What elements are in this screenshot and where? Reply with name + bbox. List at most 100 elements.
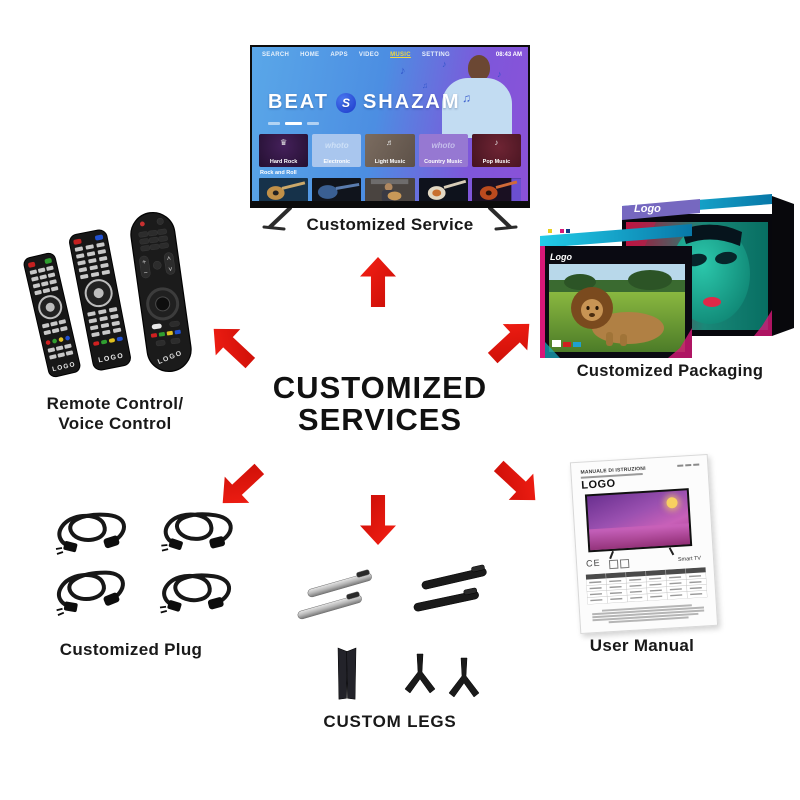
ir-remote-large: LOGO	[69, 229, 131, 371]
label-customized-plug: Customized Plug	[59, 640, 203, 659]
tv-screen: SEARCH HOME APPS VIDEO MUSIC SETTING 08:…	[250, 45, 530, 203]
tv-clock: 08:43 AM	[495, 52, 522, 58]
tile-watermark: whoto	[325, 141, 349, 150]
tv-menu-video: VIDEO	[358, 52, 380, 58]
legs-angled-pair	[323, 647, 371, 702]
power-cable	[54, 512, 126, 556]
cert-icon	[608, 559, 619, 570]
ir-remote-small: LOGO	[23, 252, 81, 378]
label-remote-control: Remote Control/ Voice Control	[10, 394, 220, 433]
guitar-thumbnails	[259, 178, 522, 201]
manual-logo: LOGO	[580, 477, 617, 492]
show-title: BEAT S SHAZAM	[268, 91, 461, 114]
guitar-thumb	[259, 178, 309, 201]
tile-electronic: whoto Electronic	[312, 134, 362, 167]
tile-pop-music: ♪ Pop Music	[471, 134, 522, 167]
label-custom-legs: CUSTOM LEGS	[323, 712, 457, 731]
music-note-icon: ♫	[422, 81, 428, 90]
label-customized-service: Customized Service	[306, 215, 474, 234]
tile-country-music: whoto Country Music	[418, 134, 468, 167]
pagination-dash	[268, 122, 280, 125]
cert-icon	[619, 558, 630, 569]
legs-silver-pair	[295, 568, 374, 621]
arrow-lower-right-icon	[483, 449, 551, 516]
pagination-dash	[307, 122, 319, 125]
tile-label: Light Music	[374, 159, 406, 165]
host-head	[468, 55, 490, 81]
crown-icon: ♛	[280, 138, 288, 147]
tv-menu-search: SEARCH	[262, 52, 290, 58]
tile-label: Electronic	[323, 159, 351, 165]
tv-leg-sets-photo	[292, 556, 504, 708]
tv-menu-setting: SETTING	[421, 52, 451, 58]
note-icon: ♪	[494, 138, 499, 147]
label-remote-line2: Voice Control	[58, 413, 172, 433]
tile-light-music: ♬ Light Music	[365, 134, 415, 167]
remote-logo: LOGO	[98, 352, 125, 364]
music-note-icon: ♪	[400, 65, 406, 77]
label-remote-line1: Remote Control/	[46, 394, 184, 413]
manual-spec-table	[585, 566, 708, 609]
tile-hard-rock: ♛ Hard Rock	[259, 134, 309, 167]
packaging-boxes-photo: Logo Logo	[540, 188, 795, 363]
row-title: Rock and Roll	[260, 170, 297, 176]
tv-host-photo	[440, 55, 514, 138]
label-customized-packaging: Customized Packaging	[576, 362, 764, 380]
pagination-dash-active	[285, 122, 302, 125]
page-title-line1: CUSTOMIZED	[272, 370, 488, 405]
tv-menu-home: HOME	[300, 52, 320, 58]
guitar-thumb	[312, 178, 362, 201]
lion-artwork	[549, 264, 685, 352]
remote-controls-photo: LOGO	[8, 203, 218, 395]
tv-menu-music: MUSIC	[390, 52, 411, 58]
power-cable	[160, 573, 230, 616]
legs-black-blade-pair	[412, 563, 488, 613]
host-shirt	[442, 78, 512, 138]
svg-text:˅: ˅	[168, 266, 173, 274]
guitar-thumb	[471, 178, 522, 201]
legs-y-shape-pair	[404, 653, 480, 698]
music-note-icon: ♫	[462, 91, 471, 105]
ce-mark: CE	[585, 557, 601, 569]
guitar-thumb	[365, 178, 415, 201]
page-title-line2: SERVICES	[297, 402, 463, 438]
category-tiles: ♛ Hard Rock whoto Electronic ♬ Light Mus…	[259, 134, 522, 167]
svg-text:+: +	[142, 259, 147, 267]
power-cable	[158, 509, 234, 558]
tv-menu-bar: SEARCH HOME APPS VIDEO MUSIC SETTING	[262, 52, 450, 58]
power-cables-photo	[42, 505, 252, 635]
shazam-logo-icon: S	[335, 92, 356, 113]
label-user-manual: User Manual	[589, 636, 695, 655]
tv-illustration: SEARCH HOME APPS VIDEO MUSIC SETTING 08:…	[250, 45, 530, 232]
magic-voice-remote: + ˄ − ˅ LOGO	[130, 211, 192, 373]
manual-corner-icons	[677, 463, 700, 467]
box-front: Logo	[540, 224, 692, 358]
arrow-up-icon	[360, 252, 396, 312]
box-logo: Logo	[550, 252, 572, 262]
manual-tv-leg	[609, 550, 615, 560]
svg-text:˄: ˄	[166, 255, 171, 263]
show-title-shazam: SHAZAM	[362, 91, 461, 113]
show-title-beat: BEAT	[268, 91, 329, 113]
tile-label: Country Music	[424, 159, 463, 165]
tv-stand-legs	[250, 206, 530, 232]
arrow-down-icon	[360, 490, 396, 550]
music-note-icon: ♪	[410, 101, 414, 110]
svg-text:−: −	[143, 270, 148, 278]
tv-bezel	[250, 203, 530, 208]
arrow-upper-right-icon	[477, 307, 545, 374]
tile-label: Pop Music	[482, 159, 511, 165]
user-manual-photo: MANUALE DI ISTRUZIONI LOGO CE Smart TV	[569, 453, 719, 635]
carousel-pagination	[268, 122, 319, 125]
tile-watermark: whoto	[431, 141, 455, 150]
manual-tv-leg	[668, 547, 675, 556]
guitar-thumb	[418, 178, 468, 201]
tile-label: Hard Rock	[269, 159, 298, 165]
box-logo: Logo	[634, 203, 661, 215]
manual-tv-figure	[584, 488, 693, 553]
tv-menu-apps: APPS	[330, 52, 348, 58]
power-cable	[52, 569, 127, 618]
manual-product-name: Smart TV	[677, 555, 702, 563]
music-note-icon: ♪	[497, 69, 502, 79]
